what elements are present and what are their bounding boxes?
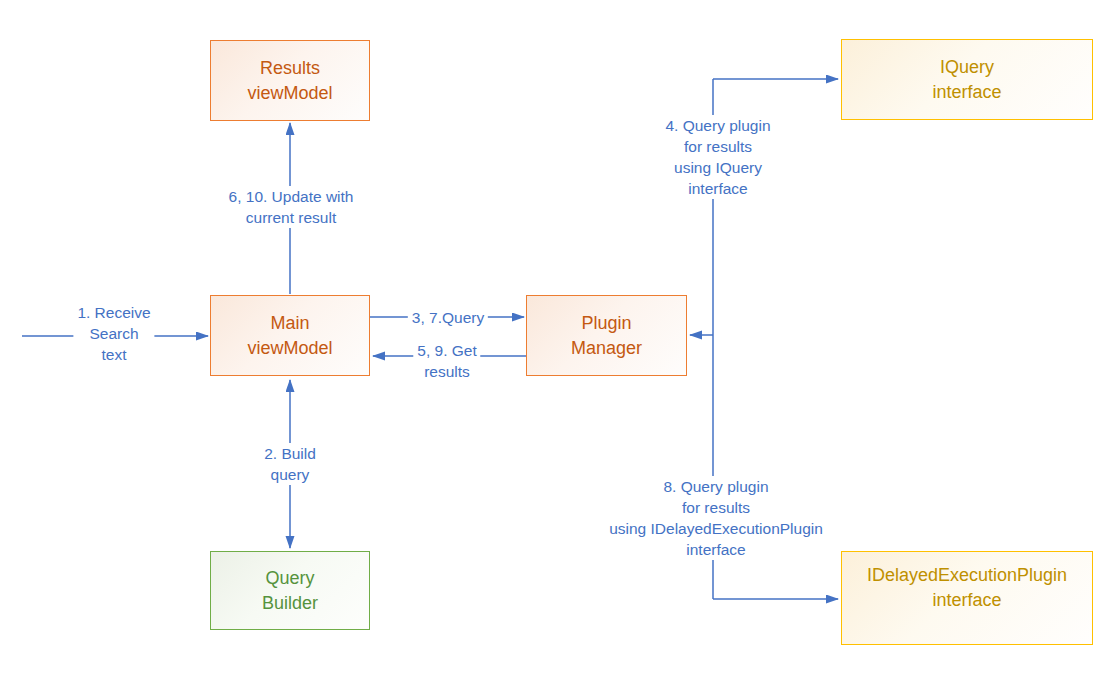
- node-results-viewmodel: Results viewModel: [210, 40, 370, 121]
- edge-label-idelayed-call: 8. Query plugin for results using IDelay…: [605, 476, 827, 560]
- node-plugin-manager: Plugin Manager: [526, 295, 687, 376]
- edge-label-receive-search: 1. Receive Search text: [73, 302, 154, 365]
- edge-label-update-result: 6, 10. Update with current result: [225, 186, 358, 228]
- node-idelayedexecutionplugin-interface: IDelayedExecutionPlugin interface: [841, 551, 1093, 645]
- edge-label-get-results: 5, 9. Get results: [413, 340, 480, 382]
- node-iquery-interface: IQuery interface: [841, 39, 1093, 120]
- edge-label-query: 3, 7.Query: [408, 307, 488, 328]
- edge-label-iquery-call: 4. Query plugin for results using IQuery…: [661, 115, 774, 199]
- node-query-builder: Query Builder: [210, 551, 370, 630]
- node-main-viewmodel: Main viewModel: [210, 295, 370, 376]
- edge-label-build-query: 2. Build query: [260, 443, 320, 485]
